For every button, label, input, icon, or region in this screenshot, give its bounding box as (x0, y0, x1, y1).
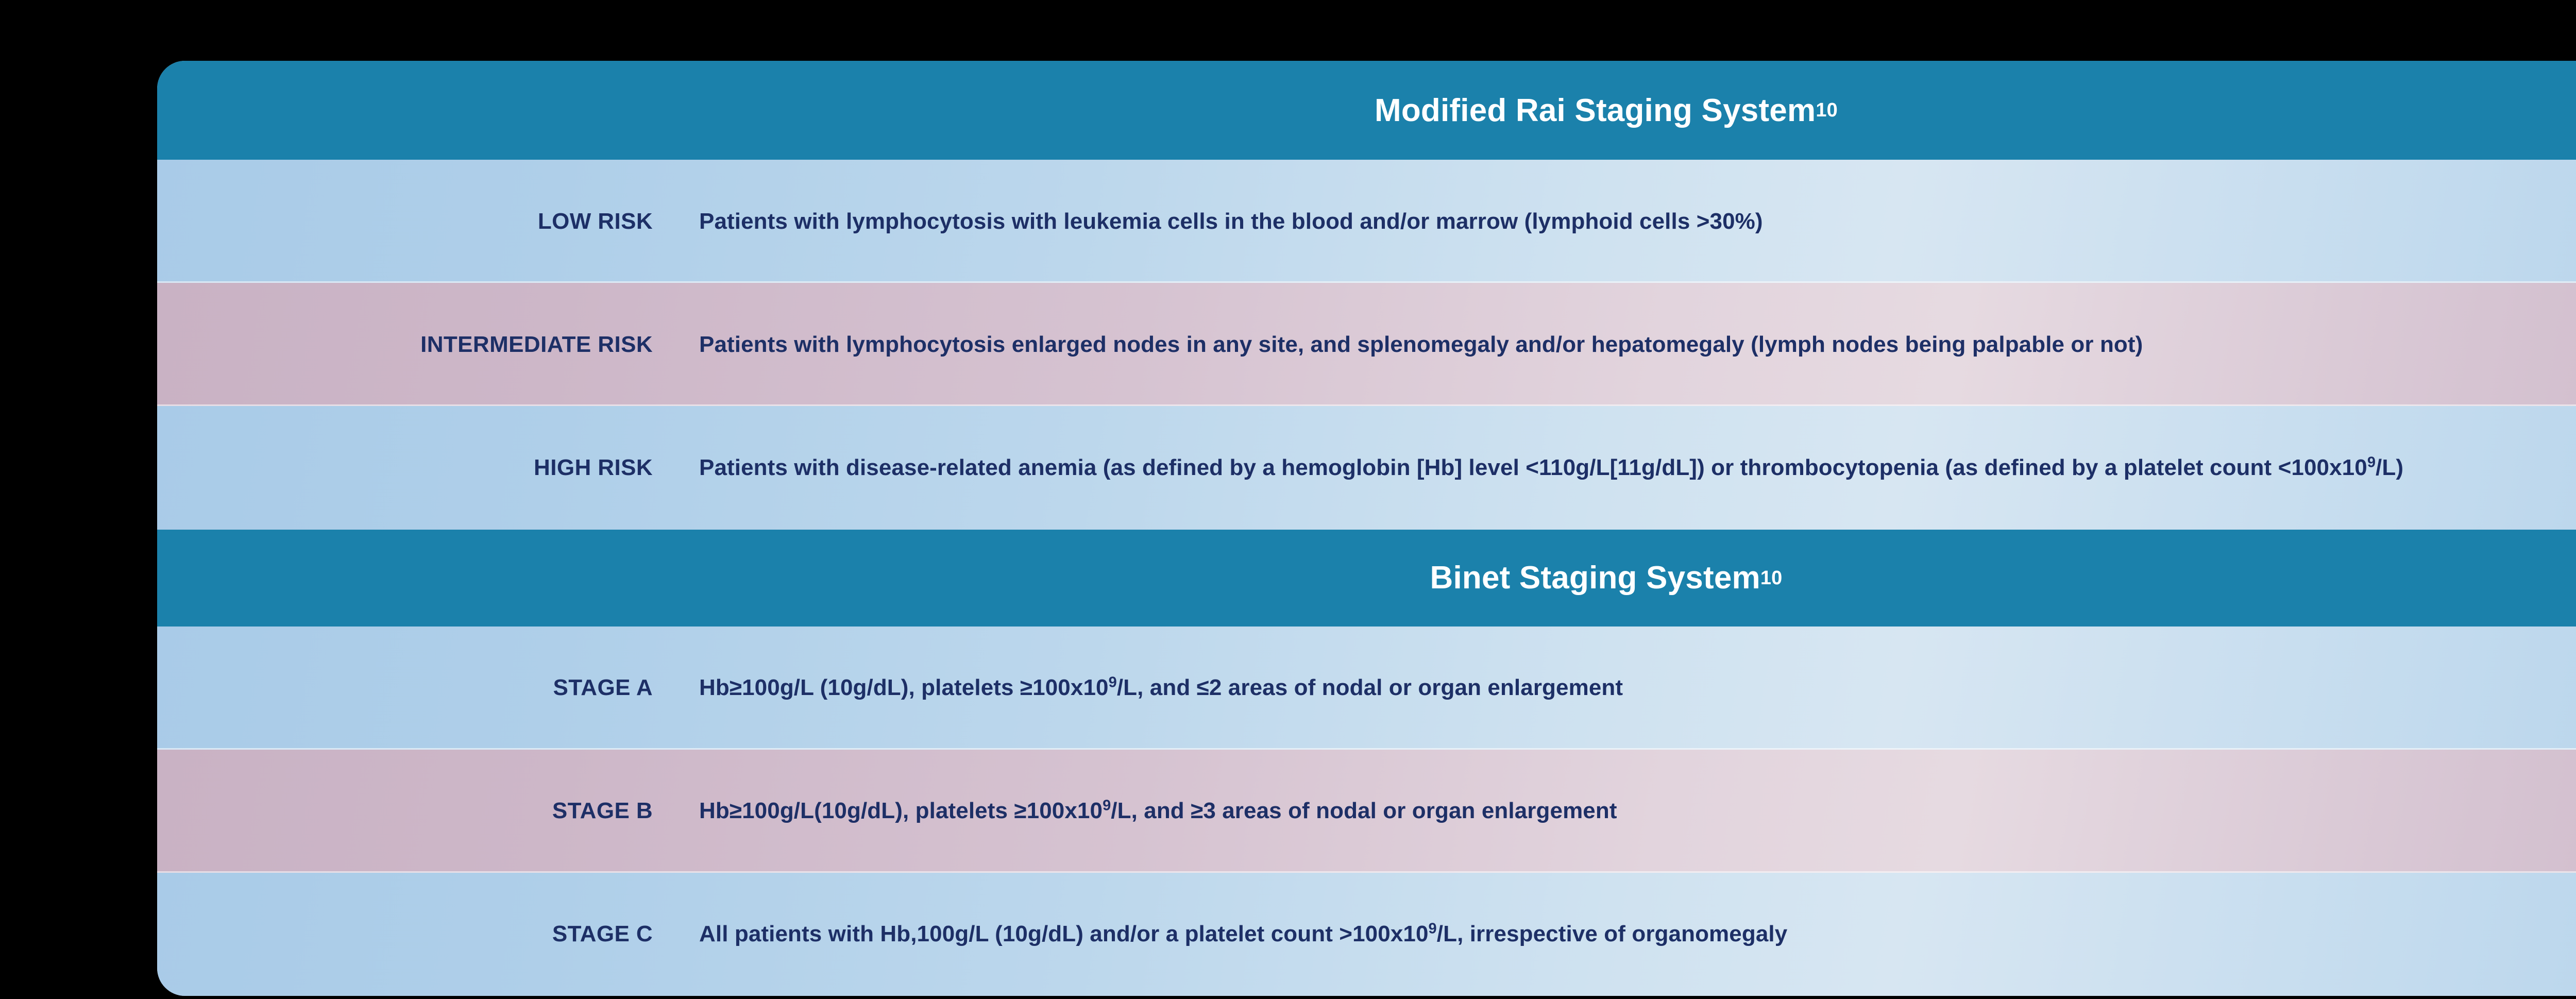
row-description-stage-c: All patients with Hb,100g/L (10g/dL) and… (699, 920, 1788, 947)
row-label-high-risk: HIGH RISK (534, 454, 653, 480)
row-label-stage-a: STAGE A (553, 675, 653, 701)
table-row: HIGH RISK Patients with disease-related … (157, 406, 2576, 530)
row-description-stage-b: Hb≥100g/L(10g/dL), platelets ≥100x109/L,… (699, 797, 1617, 824)
row-description-high-risk: Patients with disease-related anemia (as… (699, 454, 2404, 480)
row-description-stage-a: Hb≥100g/L (10g/dL), platelets ≥100x109/L… (699, 674, 1623, 701)
table-row: STAGE C All patients with Hb,100g/L (10g… (157, 872, 2576, 996)
table-row: STAGE A Hb≥100g/L (10g/dL), platelets ≥1… (157, 626, 2576, 750)
table-row: INTERMEDIATE RISK Patients with lymphocy… (157, 283, 2576, 407)
row-label-stage-c: STAGE C (552, 921, 653, 947)
section-header-title: Binet Staging System (1430, 560, 1760, 596)
row-label-intermediate-risk: INTERMEDIATE RISK (420, 331, 653, 357)
row-label-low-risk: LOW RISK (537, 208, 653, 234)
row-description-low-risk: Patients with lymphocytosis with leukemi… (699, 208, 1763, 234)
row-divider (157, 871, 2576, 873)
row-divider (157, 748, 2576, 750)
table-row: LOW RISK Patients with lymphocytosis wit… (157, 160, 2576, 283)
table-row: STAGE B Hb≥100g/L(10g/dL), platelets ≥10… (157, 749, 2576, 873)
section-header-title: Modified Rai Staging System (1375, 92, 1816, 128)
row-label-stage-b: STAGE B (552, 798, 653, 824)
row-divider (157, 404, 2576, 407)
row-description-intermediate-risk: Patients with lymphocytosis enlarged nod… (699, 331, 2143, 357)
row-divider (157, 281, 2576, 283)
